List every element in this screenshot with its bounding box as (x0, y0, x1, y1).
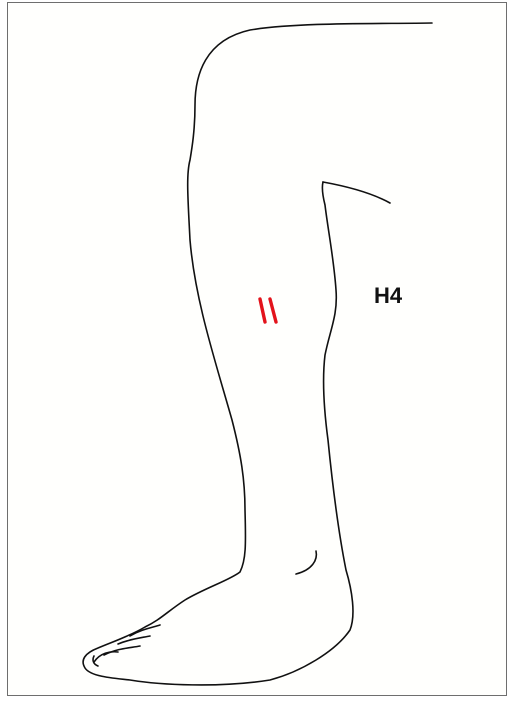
ankle-bone (296, 551, 316, 574)
region-label: H4 (374, 285, 402, 307)
leg-front-outline (83, 23, 432, 685)
marker-line-1 (260, 299, 265, 322)
knee-back-outline (323, 182, 390, 203)
marker-line-2 (270, 299, 276, 322)
marker-double-line (260, 299, 276, 322)
toe-2 (104, 646, 140, 655)
